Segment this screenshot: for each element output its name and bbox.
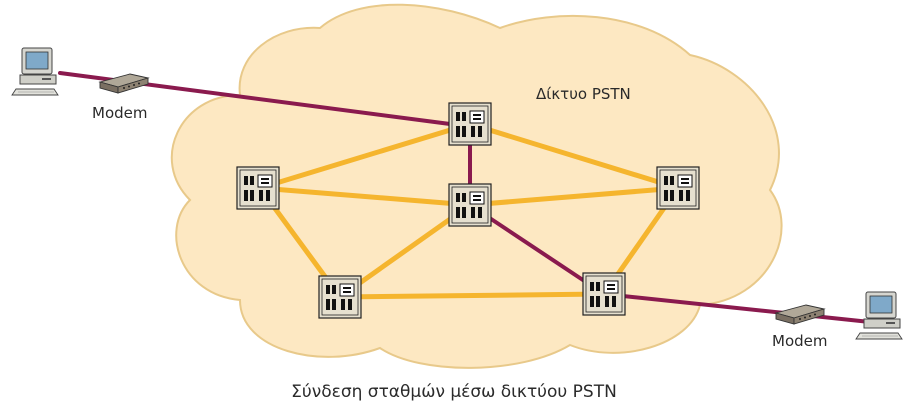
cloud-label: Δίκτυο PSTN: [536, 85, 631, 103]
trunk-line: [467, 121, 681, 191]
switch-icon: [448, 102, 492, 146]
modem-left-icon: [99, 73, 149, 94]
modem-right-label: Modem: [772, 332, 827, 350]
trunk-line: [337, 202, 473, 300]
path-segment: [602, 292, 872, 324]
trunk-line: [257, 121, 473, 191]
computer-right-icon: [855, 291, 903, 340]
switch-icon: [318, 275, 362, 319]
switch-icon: [582, 272, 626, 316]
trunk-line: [337, 291, 607, 300]
switch-icon: [236, 166, 280, 210]
computer-left-icon: [11, 47, 59, 96]
switch-icon: [448, 183, 492, 227]
path-segment: [468, 203, 606, 296]
modem-left-label: Modem: [92, 104, 147, 122]
switch-icon: [656, 166, 700, 210]
diagram-caption: Σύνδεση σταθμών μέσω δικτύου PSTN: [291, 382, 617, 402]
modem-right-icon: [775, 304, 825, 325]
trunk-line: [257, 185, 473, 208]
trunk-line: [467, 185, 681, 208]
